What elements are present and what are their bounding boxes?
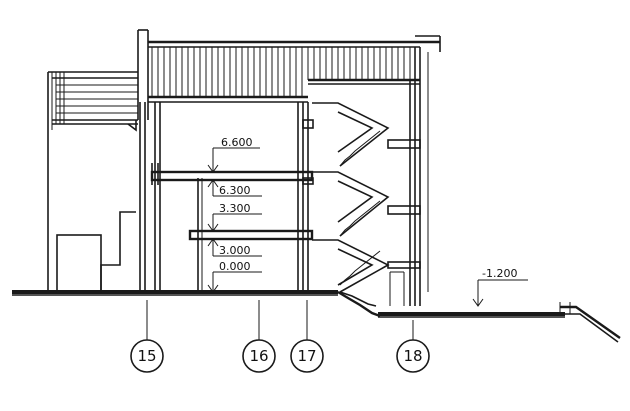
floor-slabs — [150, 163, 314, 241]
axis-marker-18: 18 — [396, 339, 430, 373]
elevation-label: 3.000 — [219, 244, 251, 257]
elevation-markers: 6.600 6.300 3.300 3.000 0.000 -1.200 — [207, 136, 528, 307]
axis-label: 16 — [249, 347, 268, 365]
axis-label: 15 — [137, 347, 156, 365]
roof-truss — [137, 29, 441, 120]
axis-marker-15: 15 — [130, 339, 164, 373]
axis-label: 18 — [403, 347, 422, 365]
axis-marker-16: 16 — [242, 339, 276, 373]
axis-marker-17: 17 — [290, 339, 324, 373]
structure-columns — [139, 47, 429, 306]
elevation-label: 0.000 — [219, 260, 251, 273]
axis-label: 17 — [297, 347, 316, 365]
elevation-label: -1.200 — [482, 267, 517, 280]
elevation-label: 6.600 — [221, 136, 253, 149]
elevation-label: 3.300 — [219, 202, 251, 215]
left-annex — [47, 71, 138, 293]
stair-core — [302, 102, 421, 307]
elevation-label: 6.300 — [219, 184, 251, 197]
grid-axes: 15 16 17 18 — [130, 300, 430, 373]
ground-line — [12, 290, 621, 343]
